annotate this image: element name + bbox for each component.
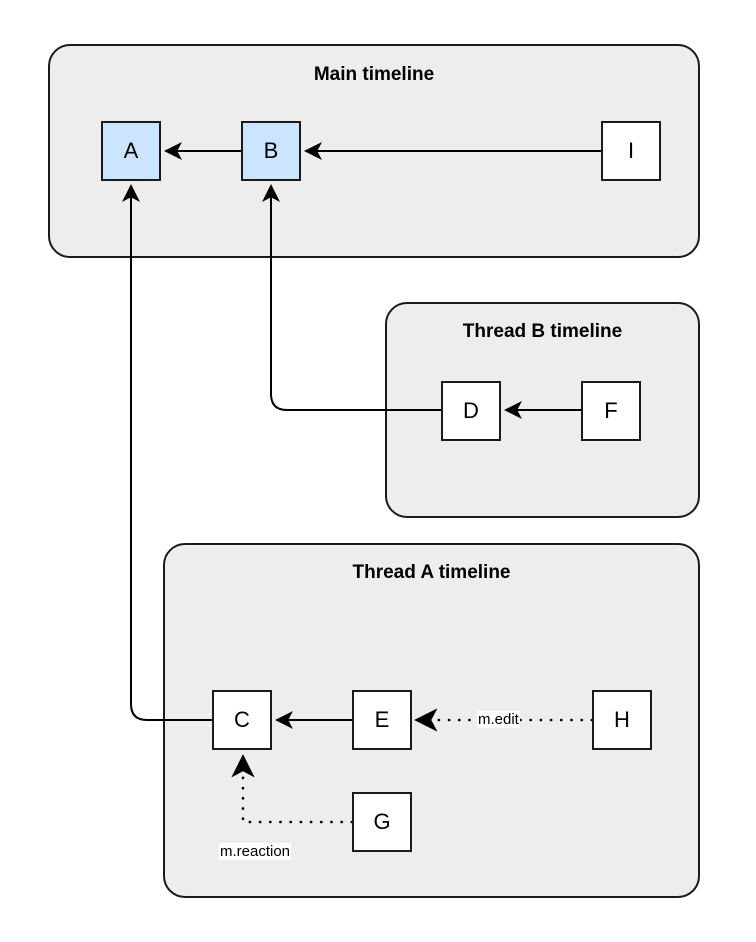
node-i-label: I <box>627 138 635 163</box>
edge-label-m-edit: m.edit <box>477 711 520 728</box>
node-f[interactable]: F <box>581 381 641 441</box>
container-title-thread-b-timeline: Thread B timeline <box>462 321 623 342</box>
edge-g-to-c-m-reaction <box>231 754 354 824</box>
node-d[interactable]: D <box>441 381 501 441</box>
node-a[interactable]: A <box>101 121 161 181</box>
node-f-label: F <box>604 398 618 423</box>
container-title-main-timeline: Main timeline <box>313 64 435 85</box>
node-h[interactable]: H <box>592 690 652 750</box>
node-e[interactable]: E <box>352 690 412 750</box>
node-c[interactable]: C <box>212 690 272 750</box>
node-i[interactable]: I <box>601 121 661 181</box>
node-e-label: E <box>374 707 390 732</box>
edge-d-to-b <box>262 184 441 411</box>
node-c-label: C <box>234 707 250 732</box>
node-b[interactable]: B <box>241 121 301 181</box>
node-h-label: H <box>614 707 630 732</box>
node-g-label: G <box>373 809 391 834</box>
node-a-label: A <box>123 138 139 163</box>
container-title-thread-a-timeline: Thread A timeline <box>352 562 511 583</box>
edge-c-to-a <box>122 184 212 721</box>
node-b-label: B <box>263 138 279 163</box>
node-d-label: D <box>463 398 479 423</box>
edge-label-m-reaction: m.reaction <box>219 843 292 860</box>
node-g[interactable]: G <box>352 792 412 852</box>
